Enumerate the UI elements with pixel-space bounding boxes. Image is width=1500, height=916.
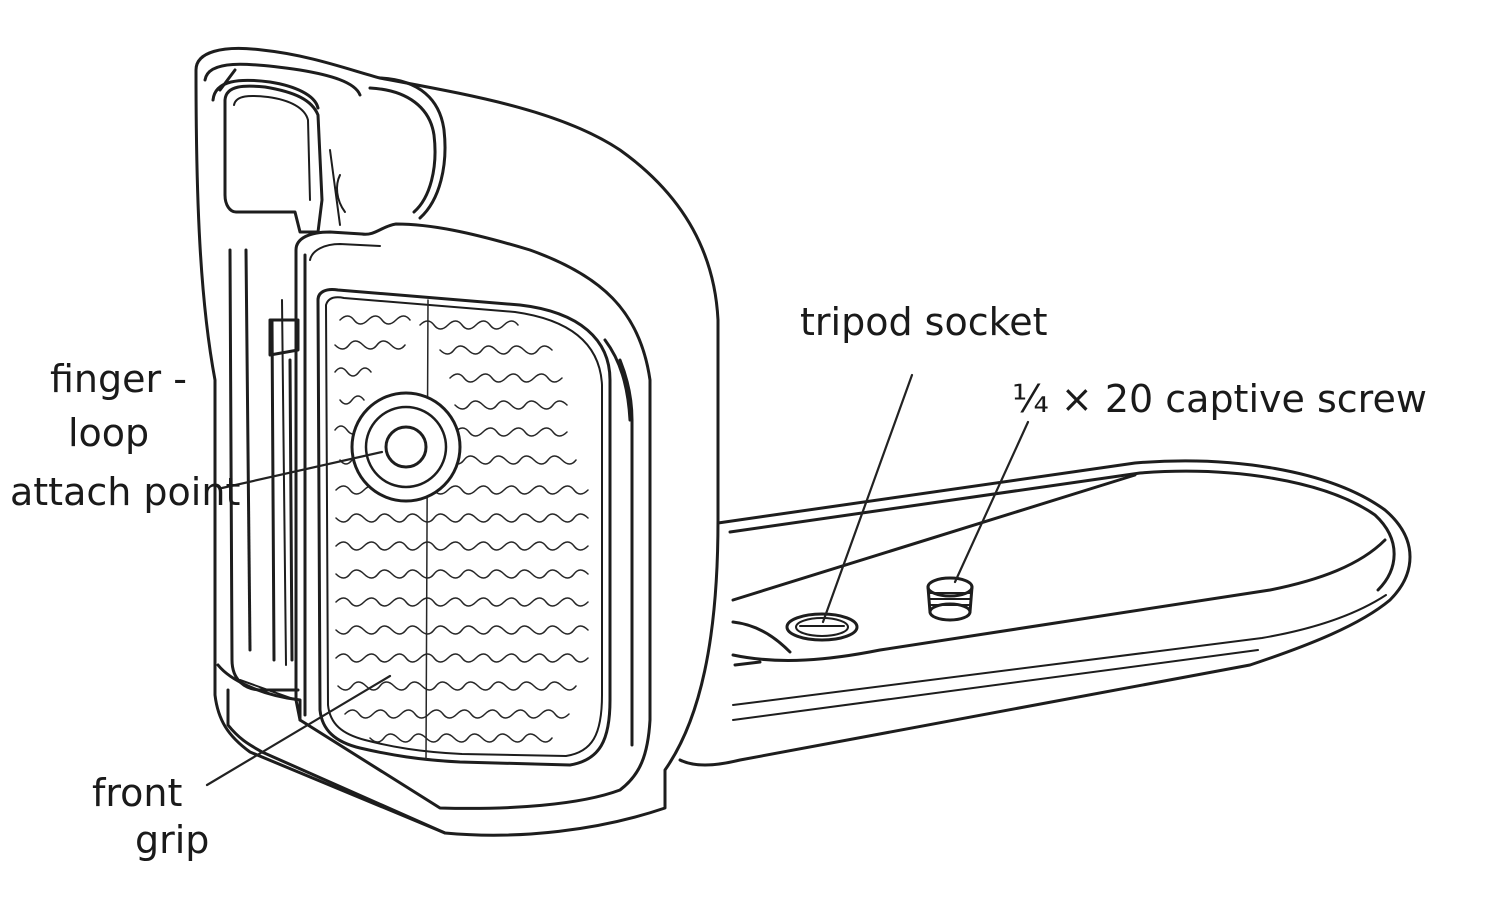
finger-loop-attach-point	[350, 391, 462, 503]
leader-tripod-socket	[821, 373, 914, 624]
grip-texture	[334, 299, 589, 761]
label-tripod-socket: tripod socket	[800, 300, 1048, 344]
leader-lines	[205, 373, 1030, 787]
captive-screw	[926, 576, 974, 622]
leader-front-grip	[205, 674, 392, 787]
label-captive-screw: ¼ × 20 captive screw	[1012, 377, 1427, 421]
label-finger-loop-line1: finger -	[50, 357, 187, 401]
leader-captive-screw	[953, 420, 1030, 584]
label-front-grip-line1: front	[92, 771, 182, 815]
leader-finger-loop	[220, 450, 384, 490]
textured-grip-pad	[316, 288, 612, 767]
label-finger-loop-line3: attach point	[10, 470, 240, 514]
labels: finger - loop attach point tripod socket…	[10, 300, 1427, 862]
grip-body	[194, 46, 720, 837]
tripod-socket	[785, 612, 859, 642]
label-finger-loop-line2: loop	[68, 411, 149, 455]
label-front-grip-line2: grip	[135, 818, 209, 862]
base-plate	[678, 459, 1412, 767]
front-grip-panel	[294, 222, 652, 810]
